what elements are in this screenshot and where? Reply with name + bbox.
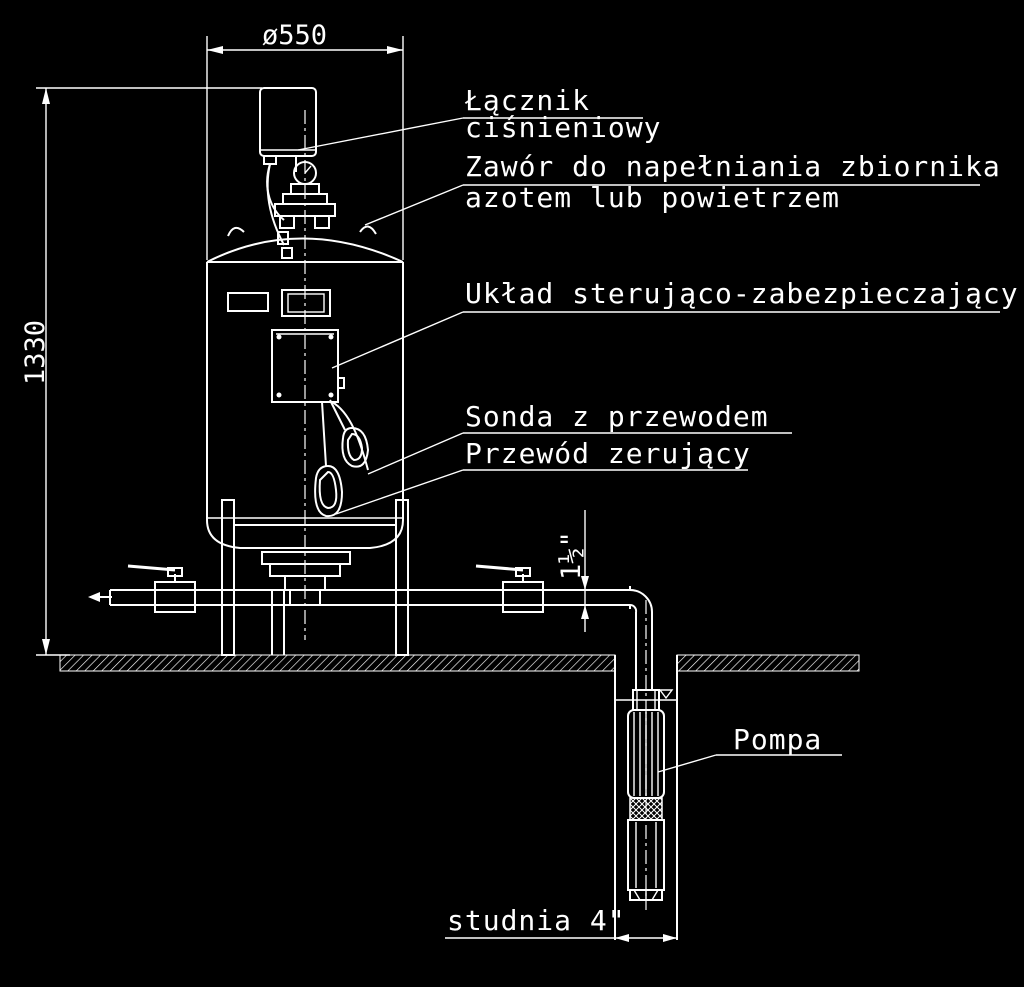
ball-valve-left — [127, 564, 196, 613]
fill-valve-gauge — [274, 161, 336, 259]
pressure-switch — [259, 87, 317, 246]
pump — [627, 689, 665, 901]
dimension-pipe — [560, 510, 598, 632]
dimension-well — [445, 934, 677, 942]
label-ground-wire: Przewód zerujący — [465, 437, 751, 470]
label-control-unit: Układ sterująco-zabezpieczający — [465, 277, 1019, 310]
dimension-diameter — [206, 36, 404, 260]
label-well: studnia 4" — [447, 904, 626, 937]
dimension-diameter-text: ø550 — [262, 20, 327, 51]
label-probe: Sonda z przewodem — [465, 400, 769, 433]
ground — [59, 654, 860, 672]
probe-upper — [329, 399, 370, 468]
probe-lower — [314, 401, 344, 518]
pressure-tank — [206, 110, 404, 640]
label-valve-1: Zawór do napełniania zbiornika — [465, 150, 1001, 183]
dimension-height-text: 1330 — [20, 320, 51, 385]
dimension-pipe-text: 1½" — [556, 531, 587, 580]
label-pressure-switch-1: Łącznik — [464, 84, 590, 117]
control-unit — [271, 329, 369, 471]
leader-lines — [297, 117, 1000, 773]
main-pipe — [88, 586, 653, 690]
ball-valve-right — [475, 564, 544, 613]
label-pump: Pompa — [733, 723, 822, 756]
label-pressure-switch-2: ciśnieniowy — [465, 111, 661, 144]
tank-stand — [221, 499, 409, 656]
label-valve-2: azotem lub powietrzem — [465, 181, 840, 214]
dimension-height — [36, 87, 262, 656]
